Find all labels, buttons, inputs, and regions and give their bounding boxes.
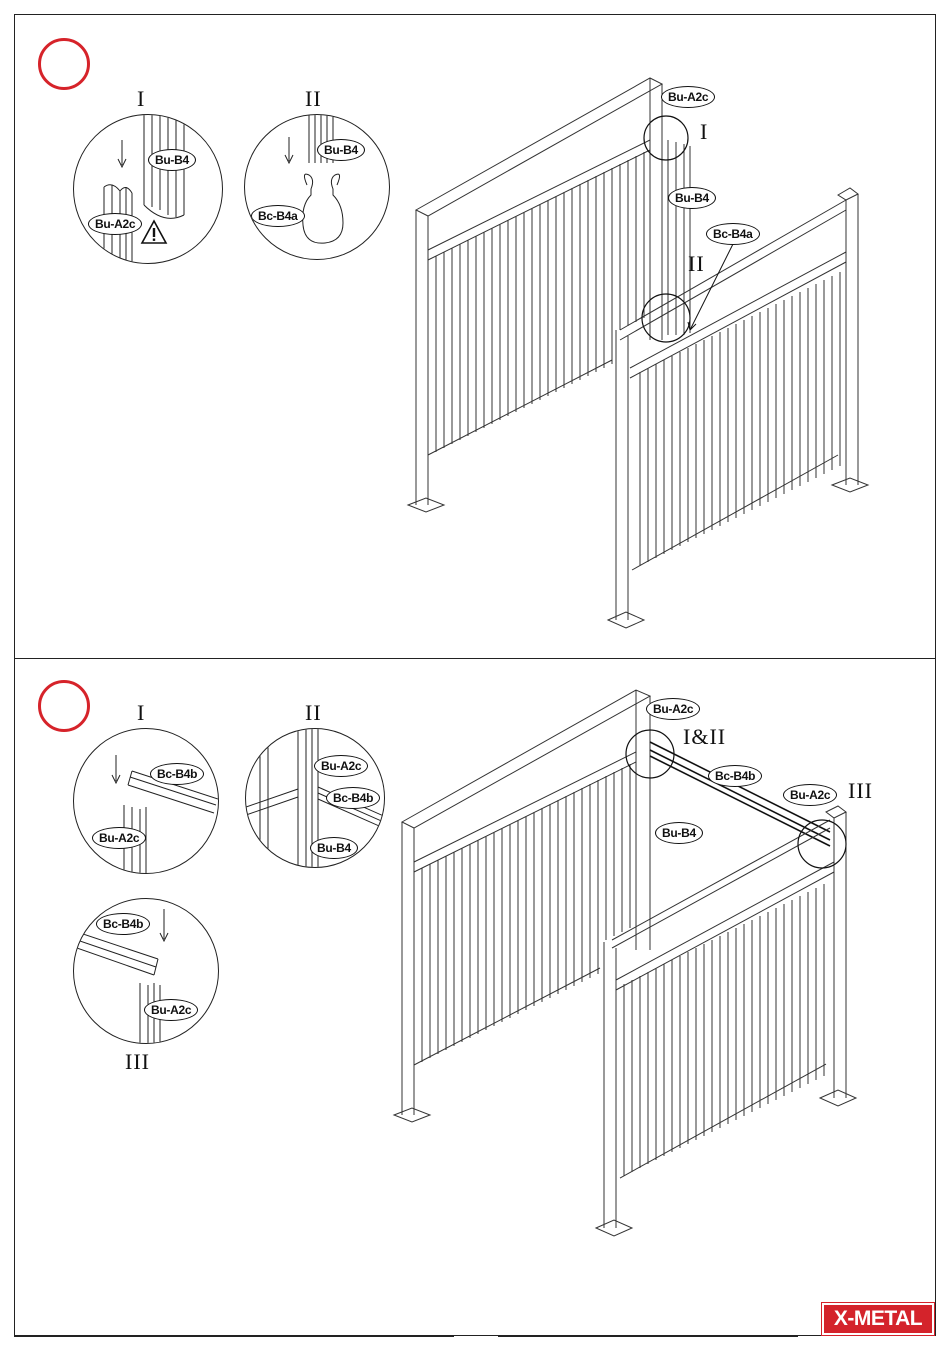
part-tag: Bu-A2c [783, 784, 837, 806]
footer-line-right [498, 1336, 798, 1337]
brand-logo: X-METAL [822, 1303, 934, 1335]
scene-label: III [848, 780, 873, 802]
part-tag: Bu-B4 [655, 822, 703, 844]
footer-line-left [14, 1336, 454, 1337]
part-tag: Bu-A2c [646, 698, 700, 720]
scene-label: I&II [683, 726, 726, 748]
part-tag: Bc-B4b [708, 765, 762, 787]
